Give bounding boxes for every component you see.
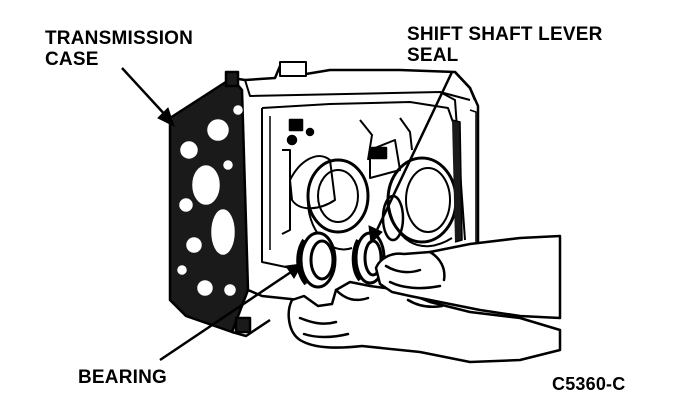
hands-drawing <box>287 234 562 364</box>
leader-lines <box>121 67 454 362</box>
arrowhead-bearing <box>285 263 303 279</box>
left-hand <box>287 280 562 364</box>
arrowhead-transmission-case <box>157 107 175 127</box>
transmission-case-drawing <box>168 61 480 338</box>
label-seal-line1: SHIFT SHAFT LEVER <box>407 24 603 45</box>
leader-transmission-case <box>121 67 169 119</box>
label-shift-shaft-lever-seal: SHIFT SHAFT LEVER SEAL <box>407 24 603 66</box>
label-bearing: BEARING <box>78 367 168 388</box>
bearing-part <box>296 231 337 289</box>
leader-bearing <box>159 268 295 362</box>
arrowhead-shift-shaft-seal <box>368 225 383 245</box>
leader-shift-shaft-seal <box>374 71 454 233</box>
label-transmission-case-line2: CASE <box>45 49 99 70</box>
label-seal-line2: SEAL <box>407 45 459 66</box>
label-transmission-case: TRANSMISSION CASE <box>45 28 193 70</box>
figure-id-label: C5360-C <box>552 374 626 394</box>
label-transmission-case-line1: TRANSMISSION <box>45 28 194 49</box>
flange-holes <box>177 105 243 296</box>
